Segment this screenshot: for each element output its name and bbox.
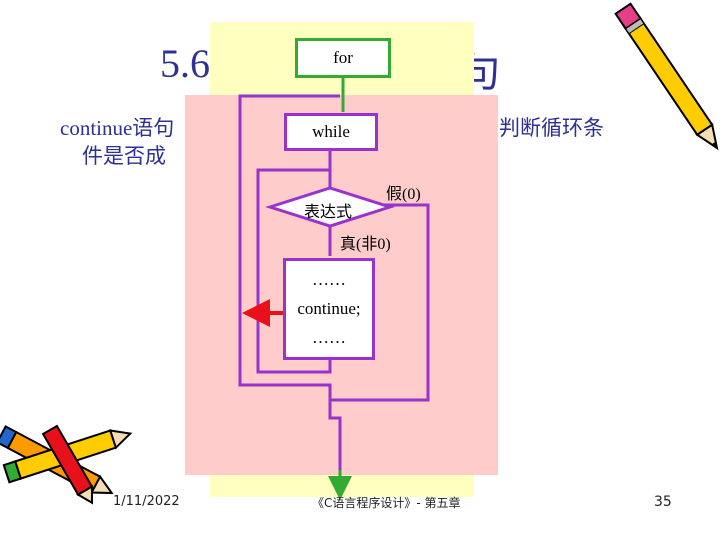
for-loop-frame bbox=[238, 94, 430, 402]
body-dots-bottom: …… bbox=[312, 328, 346, 348]
while-label: while bbox=[312, 122, 350, 141]
loop-body-box: …… continue; …… bbox=[283, 258, 375, 360]
exit-path-connector bbox=[328, 400, 342, 470]
condition-diamond bbox=[265, 186, 395, 228]
body-text-line2: 件是否成 bbox=[82, 144, 166, 168]
for-box: for bbox=[295, 38, 391, 78]
footer-page-number: 35 bbox=[654, 494, 672, 510]
false-label: 假(0) bbox=[386, 186, 421, 203]
slide-title-left: 5.6 bbox=[160, 41, 210, 86]
continue-statement: continue; bbox=[297, 298, 361, 318]
body-text-line1: continue语句 bbox=[60, 116, 175, 140]
body-text-line1-right: 去判断循环条 bbox=[478, 116, 604, 140]
footer-course-title: 《C语言程序设计》- 第五章 bbox=[312, 496, 461, 510]
while-box: while bbox=[284, 113, 378, 151]
for-label: for bbox=[333, 48, 353, 67]
footer-date: 1/11/2022 bbox=[113, 494, 180, 509]
while-loop-frame bbox=[256, 168, 332, 374]
body-dots-top: …… bbox=[312, 269, 346, 289]
condition-label: 表达式 bbox=[304, 204, 353, 221]
true-label: 真(非0) bbox=[340, 236, 391, 253]
